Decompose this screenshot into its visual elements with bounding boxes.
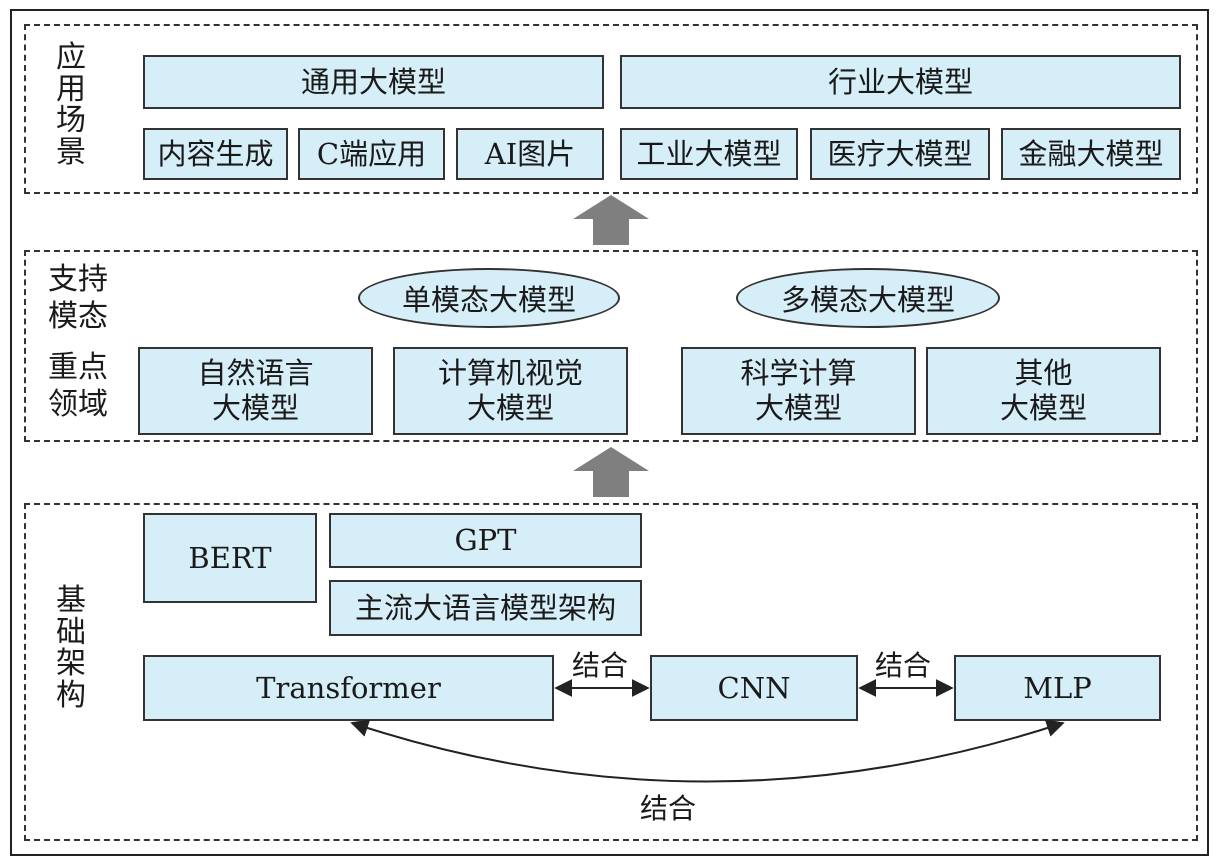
medical-model-box: 医疗大模型 <box>810 128 990 180</box>
foundation-label: 基础架构 <box>56 583 86 713</box>
general-model-box: 通用大模型 <box>143 55 604 109</box>
up-arrow-icon <box>573 195 649 245</box>
application-section <box>24 24 1198 194</box>
transformer-box: Transformer <box>143 655 554 721</box>
mainstream-llm-box: 主流大语言模型架构 <box>329 580 642 636</box>
combine-label-transformer-mlp: 结合 <box>640 792 697 825</box>
transformer-mlp-arrow <box>350 719 1065 783</box>
combine-label-cnn-mlp: 结合 <box>875 649 932 682</box>
nlp-model-box: 自然语言 大模型 <box>138 347 373 435</box>
scientific-model-box: 科学计算 大模型 <box>681 347 916 435</box>
application-label: 应用场景 <box>56 40 86 170</box>
gpt-box: GPT <box>329 513 642 568</box>
cnn-box: CNN <box>650 655 858 721</box>
single-modal-ellipse: 单模态大模型 <box>358 268 620 328</box>
bert-box: BERT <box>143 513 317 603</box>
content-generation-box: 内容生成 <box>143 128 288 180</box>
foundation-section <box>24 503 1198 841</box>
finance-model-box: 金融大模型 <box>1001 128 1181 180</box>
modality-label: 支持模态 <box>48 262 108 334</box>
other-model-box: 其他 大模型 <box>926 347 1161 435</box>
industrial-model-box: 工业大模型 <box>620 128 798 180</box>
up-arrow-icon <box>573 447 649 497</box>
ai-image-box: AI图片 <box>456 128 604 180</box>
mlp-box: MLP <box>954 655 1161 721</box>
combine-label-transformer-cnn: 结合 <box>572 649 629 682</box>
domain-label: 重点领域 <box>48 350 108 422</box>
multi-modal-ellipse: 多模态大模型 <box>736 268 1000 328</box>
c-end-app-box: C端应用 <box>298 128 445 180</box>
support-section <box>24 250 1198 442</box>
cv-model-box: 计算机视觉 大模型 <box>393 347 628 435</box>
outer-frame <box>10 9 1209 856</box>
industry-model-box: 行业大模型 <box>620 55 1181 109</box>
